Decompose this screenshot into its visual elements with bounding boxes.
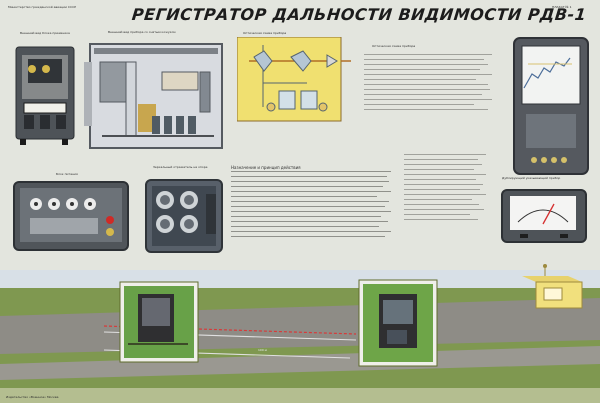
transmitter-caption: Внешний вид блока приемника (20, 31, 70, 35)
optics-caption: Оптическая схема прибора (243, 31, 287, 35)
airfield-scene (0, 270, 600, 403)
principle-lines (231, 171, 391, 241)
header-right: ПЛАКАТ № 1 (552, 5, 572, 9)
receiver-illustration (15, 46, 75, 145)
reflector-caption: Зеркальный отражатель на опоре (153, 165, 208, 169)
poster-title: РЕГИСТРАТОР ДАЛЬНОСТИ ВИДИМОСТИ РДВ-1 (131, 5, 588, 24)
indicator-caption: Дублирующий указывающий прибор (502, 176, 561, 180)
optical-scheme (237, 37, 351, 122)
yellow-building (522, 264, 583, 309)
device-caption: Внешний вид прибора со снятым кожухом (108, 30, 176, 34)
control-block-illustration (13, 181, 129, 251)
legend-caption: Оптическая схема прибора (372, 44, 416, 48)
left-field-box (119, 281, 199, 363)
footer-note: Издательство «Военное» Москва (6, 395, 59, 399)
principle-title: Назначение и принцип действия (231, 165, 301, 170)
header-left: Министерство гражданской авиации СССР (8, 5, 77, 9)
recorder-illustration (513, 37, 589, 175)
right-field-box (358, 279, 438, 367)
open-device-illustration (84, 43, 223, 149)
reflector-illustration (145, 179, 223, 253)
side-notes (404, 154, 486, 224)
distance-label: 100 м (258, 348, 267, 352)
legend-lines (364, 54, 492, 114)
control-caption: Блок питания (56, 172, 78, 176)
indicator-illustration (501, 189, 587, 243)
